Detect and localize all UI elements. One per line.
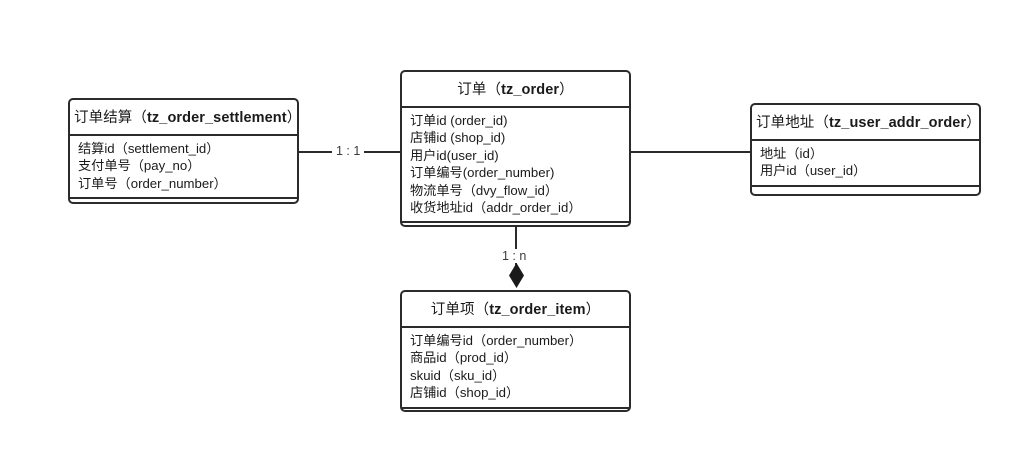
entity-title-prefix-order: 订单（ (457, 82, 502, 98)
entity-footer-order-settlement (70, 199, 297, 221)
entity-title-prefix-order-settlement: 订单结算（ (74, 110, 147, 126)
filled-diamond-marker (509, 263, 524, 288)
attribute-row: 支付单号（pay_no） (78, 158, 201, 174)
entity-table-name-user-addr-order: tz_user_addr_order (829, 115, 967, 131)
entity-footer-order (402, 223, 629, 245)
entity-order[interactable]: 订单（tz_order） 订单id (order_id) 店铺id (shop_… (400, 70, 631, 227)
entity-user-addr-order[interactable]: 订单地址（tz_user_addr_order） 地址（id） 用户id（use… (750, 103, 981, 196)
attribute-row: 用户id(user_id) (410, 147, 499, 163)
attribute-row: 订单号（order_number） (78, 175, 227, 191)
entity-table-name-order: tz_order (501, 82, 560, 98)
attribute-row: 商品id（prod_id） (410, 350, 518, 366)
cardinality-label-order-item: 1 : n (498, 249, 531, 263)
entity-title-prefix-user-addr-order: 订单地址（ (756, 115, 829, 131)
entity-title-suffix-order: ） (559, 82, 574, 98)
entity-attributes-order: 订单id (order_id) 店铺id (shop_id) 用户id(user… (402, 108, 629, 224)
attribute-row: skuid（sku_id） (410, 367, 506, 383)
attribute-row: 店铺id（shop_id） (410, 385, 520, 401)
cardinality-label-settlement-order: 1 : 1 (332, 144, 365, 158)
entity-title-order-item: 订单项（tz_order_item） (402, 292, 629, 328)
entity-footer-user-addr-order (752, 187, 979, 209)
attribute-row: 订单编号(order_number) (410, 165, 555, 181)
attribute-row: 订单编号id（order_number） (410, 333, 583, 348)
entity-attributes-user-addr-order: 地址（id） 用户id（user_id） (752, 141, 979, 187)
entity-title-suffix-order-settlement: ） (286, 110, 302, 126)
entity-order-settlement[interactable]: 订单结算（tz_order_settlement） 结算id（settlemen… (68, 98, 301, 204)
connector-order-address (630, 151, 751, 153)
entity-title-user-addr-order: 订单地址（tz_user_addr_order） (752, 105, 981, 141)
entity-title-prefix-order-item: 订单项（ (430, 302, 490, 318)
entity-table-name-order-item: tz_order_item (489, 302, 586, 318)
attribute-row: 物流单号（dvy_flow_id） (410, 182, 559, 198)
entity-title-order-settlement: 订单结算（tz_order_settlement） (70, 100, 301, 136)
attribute-row: 收货地址id（addr_order_id） (410, 200, 582, 216)
connector-order-item (515, 226, 517, 267)
attribute-row: 订单id (order_id) (410, 113, 508, 128)
entity-title-order: 订单（tz_order） (402, 72, 629, 108)
attribute-row: 用户id（user_id） (760, 163, 867, 179)
entity-table-name-order-settlement: tz_order_settlement (147, 110, 287, 126)
entity-footer-order-item (402, 409, 629, 431)
entity-attributes-order-item: 订单编号id（order_number） 商品id（prod_id） skuid… (402, 328, 629, 409)
attribute-row: 店铺id (shop_id) (410, 130, 506, 146)
entity-title-suffix-user-addr-order: ） (966, 115, 981, 131)
entity-title-suffix-order-item: ） (585, 302, 601, 318)
entity-order-item[interactable]: 订单项（tz_order_item） 订单编号id（order_number） … (400, 290, 631, 412)
entity-attributes-order-settlement: 结算id（settlement_id） 支付单号（pay_no） 订单号（ord… (70, 136, 297, 200)
attribute-row: 结算id（settlement_id） (78, 141, 220, 156)
attribute-row: 地址（id） (760, 146, 824, 161)
